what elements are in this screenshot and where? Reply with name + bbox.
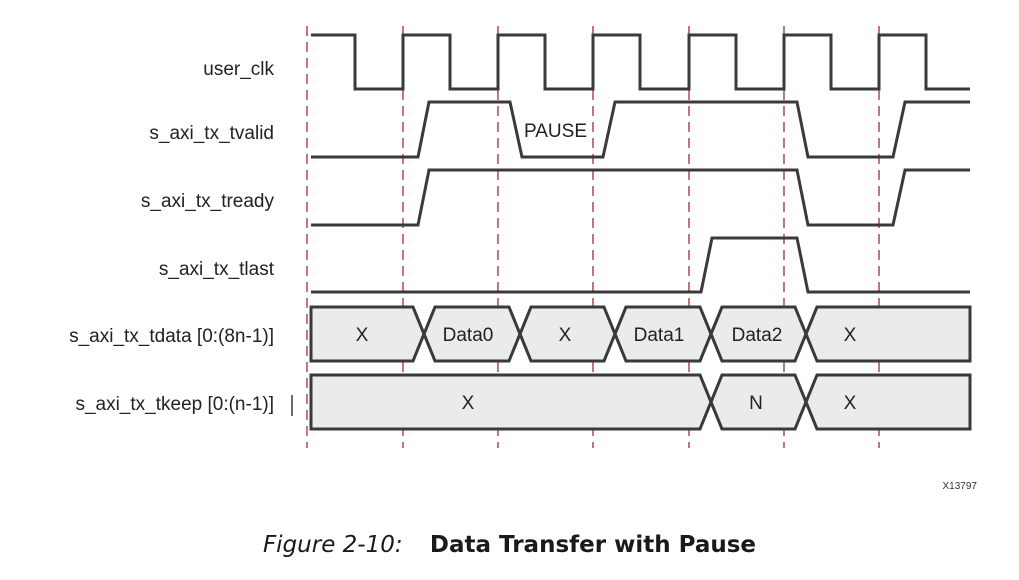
bus-segment [804, 305, 972, 363]
tlast-waveform [311, 236, 970, 294]
bus-segment [309, 373, 713, 431]
tvalid-waveform [311, 100, 970, 159]
figure-caption: Figure 2-10: Data Transfer with Pause [0, 532, 1019, 558]
bus-segment [309, 305, 426, 363]
tkeep-value: N [749, 393, 763, 414]
tdata-value: Data1 [634, 325, 685, 346]
figure-id: X13797 [943, 481, 978, 492]
tkeep-bus: X N X [309, 373, 972, 431]
tdata-value: X [844, 325, 857, 346]
signal-label-user-clk: user_clk [203, 59, 274, 80]
timing-diagram: user_clk s_axi_tx_tvalid s_axi_tx_tready… [69, 26, 978, 492]
figure-title: Data Transfer with Pause [429, 532, 757, 558]
tkeep-value: X [462, 393, 475, 414]
tdata-value: Data0 [443, 325, 494, 346]
tkeep-value: X [844, 393, 857, 414]
tdata-bus: X Data0 X Data1 Data2 X [309, 305, 972, 363]
signal-label-tlast: s_axi_tx_tlast [159, 259, 275, 280]
user-clk-waveform [311, 33, 970, 91]
bus-segment [804, 373, 972, 431]
signal-label-tkeep: s_axi_tx_tkeep [0:(n-1)] [75, 394, 274, 415]
tdata-value: X [559, 325, 572, 346]
signal-label-tdata: s_axi_tx_tdata [0:(8n-1)] [69, 326, 274, 347]
signal-label-tvalid: s_axi_tx_tvalid [149, 123, 274, 144]
tdata-value: X [356, 325, 369, 346]
figure-number: Figure 2-10: [262, 532, 403, 558]
pause-annotation: PAUSE [524, 121, 587, 142]
signal-label-tready: s_axi_tx_tready [141, 191, 275, 212]
tready-waveform [311, 168, 970, 227]
tdata-value: Data2 [732, 325, 783, 346]
